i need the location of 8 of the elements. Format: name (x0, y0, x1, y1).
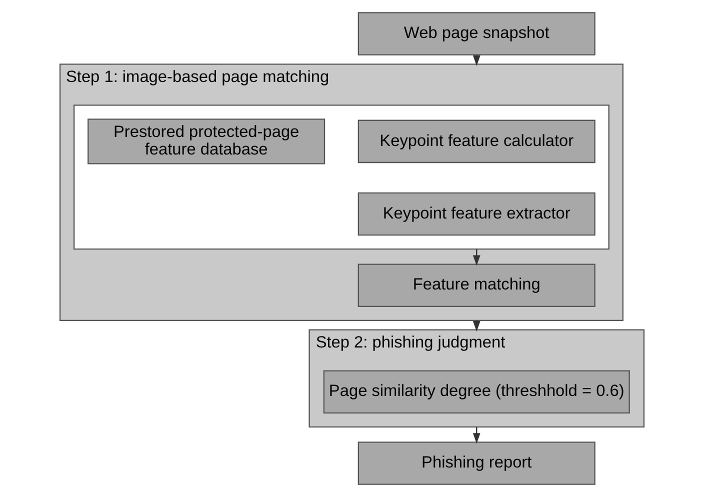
node-box: Phishing report (357, 442, 595, 485)
node-box: Keypoint feature extractor (357, 192, 595, 236)
node-box: Keypoint feature calculator (357, 120, 595, 164)
cluster (73, 104, 609, 250)
node-box: Page similarity degree (threshhold = 0.6) (322, 370, 630, 414)
node-box: Feature matching (357, 264, 595, 307)
node-box: Prestored protected-page feature database (87, 118, 325, 164)
arrow (472, 55, 480, 66)
